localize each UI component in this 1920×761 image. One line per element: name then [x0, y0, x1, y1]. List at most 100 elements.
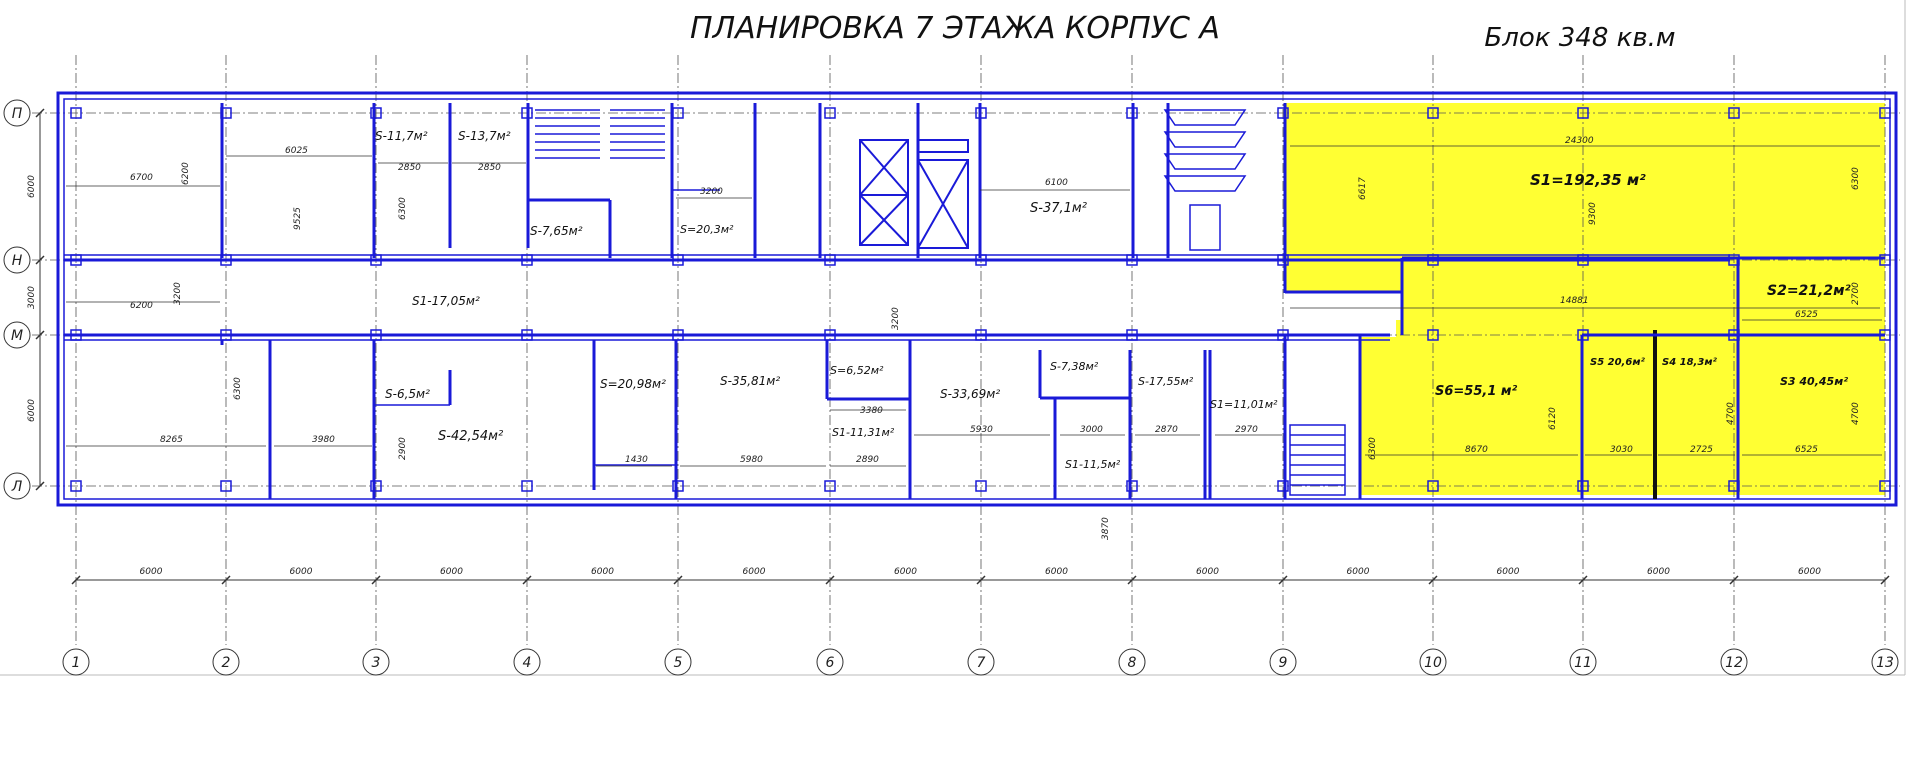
- column-marker: [1728, 107, 1740, 119]
- column-marker: [521, 480, 533, 492]
- axis-label-column: 7: [977, 655, 986, 671]
- room-115: S1-11,5м²: [1065, 458, 1121, 471]
- column-marker: [1577, 254, 1589, 266]
- dim-tick: [35, 481, 45, 491]
- axis-label-column: 12: [1725, 655, 1743, 671]
- dim-label: 8670: [1465, 445, 1488, 455]
- dim-label: 5980: [740, 455, 763, 465]
- dim-span-bottom: 6000: [290, 567, 313, 577]
- dim-tick: [371, 575, 381, 585]
- room-s2: S2=21,2м²: [1767, 283, 1852, 299]
- dim-span-bottom: 6000: [591, 567, 614, 577]
- stairs-lower: [1289, 424, 1346, 496]
- dim-label: 3200: [173, 282, 183, 305]
- column-marker: [370, 107, 382, 119]
- dim-label: 2700: [1851, 282, 1861, 305]
- column-marker: [521, 107, 533, 119]
- room-137: S-13,7м²: [458, 129, 511, 143]
- dim-label: 3870: [1101, 517, 1111, 540]
- dim-span-bottom: 6000: [1196, 567, 1219, 577]
- dim-label: 6700: [130, 173, 153, 183]
- structural-columns: [70, 107, 1891, 492]
- dim-label: 24300: [1565, 136, 1594, 146]
- dim-label: 2850: [398, 163, 421, 173]
- axis-circle: [816, 648, 844, 676]
- column-marker: [672, 329, 684, 341]
- dim-label: 4700: [1851, 402, 1861, 425]
- dim-label: 4700: [1726, 402, 1736, 425]
- dim-tick: [673, 575, 683, 585]
- highlight-block: [1286, 103, 1885, 495]
- column-marker: [1879, 329, 1891, 341]
- room-1131: S1-11,31м²: [832, 426, 895, 439]
- column-marker: [370, 329, 382, 341]
- column-marker: [824, 329, 836, 341]
- dim-label: 2850: [478, 163, 501, 173]
- dim-span-left: 6000: [27, 399, 37, 422]
- axis-label-column: 5: [674, 655, 683, 671]
- column-marker: [70, 254, 82, 266]
- column-marker: [672, 480, 684, 492]
- axis-circle: [1871, 648, 1899, 676]
- axis-circle: [1118, 648, 1146, 676]
- dim-tick: [1127, 575, 1137, 585]
- dim-span-bottom: 6000: [440, 567, 463, 577]
- room-765: S-7,65м²: [530, 224, 583, 238]
- dim-span-bottom: 6000: [1045, 567, 1068, 577]
- column-marker: [70, 107, 82, 119]
- column-marker: [672, 107, 684, 119]
- dim-tick: [71, 575, 81, 585]
- room-4254: S-42,54м²: [438, 429, 503, 444]
- axis-label-column: 9: [1279, 655, 1288, 671]
- dim-span-bottom: 6000: [894, 567, 917, 577]
- column-marker: [824, 480, 836, 492]
- dim-label: 1430: [625, 455, 648, 465]
- room-1101: S1=11,01м²: [1210, 398, 1278, 411]
- axis-label-row: П: [12, 106, 23, 122]
- dim-tick: [825, 575, 835, 585]
- plan-title: ПЛАНИРОВКА 7 ЭТАЖА КОРПУС А: [690, 11, 1220, 46]
- column-marker: [824, 254, 836, 266]
- column-marker: [1577, 480, 1589, 492]
- dim-label: 3030: [1610, 445, 1633, 455]
- column-marker: [1427, 480, 1439, 492]
- room-s3: S3 40,45м²: [1780, 375, 1848, 388]
- room-s1: S1=192,35 м²: [1530, 171, 1646, 189]
- axis-circle: [3, 99, 31, 127]
- dim-span-bottom: 6000: [1647, 567, 1670, 577]
- axis-label-column: 2: [222, 655, 231, 671]
- axis-circle: [3, 321, 31, 349]
- dim-span-bottom: 6000: [1347, 567, 1370, 577]
- dim-label: 3000: [1080, 425, 1103, 435]
- column-marker: [1126, 329, 1138, 341]
- dim-span-bottom: 6000: [1497, 567, 1520, 577]
- column-marker: [1728, 254, 1740, 266]
- dim-label: 6300: [1368, 437, 1378, 460]
- dim-label: 2870: [1155, 425, 1178, 435]
- column-marker: [220, 107, 232, 119]
- toilet-fixtures: [1163, 109, 1247, 251]
- dim-label: 9525: [293, 207, 303, 230]
- room-738: S-7,38м²: [1050, 360, 1099, 373]
- dim-label: 6617: [1358, 177, 1368, 200]
- dim-tick: [35, 330, 45, 340]
- axis-circle: [3, 472, 31, 500]
- column-marker: [70, 329, 82, 341]
- column-marker: [70, 480, 82, 492]
- dim-label: 3980: [312, 435, 335, 445]
- column-marker: [975, 329, 987, 341]
- column-marker: [370, 254, 382, 266]
- dim-tick: [1729, 575, 1739, 585]
- axis-circle: [1569, 648, 1597, 676]
- stairs-upper: [535, 109, 665, 159]
- column-marker: [1126, 480, 1138, 492]
- dim-label: 6120: [1548, 407, 1558, 430]
- room-3581: S-35,81м²: [720, 374, 780, 388]
- axis-label-column: 11: [1574, 655, 1592, 671]
- dim-label: 6025: [285, 146, 308, 156]
- axis-label-column: 1: [72, 655, 81, 671]
- room-corridor: S1-17,05м²: [412, 294, 480, 308]
- dim-label: 6525: [1795, 445, 1818, 455]
- dim-label: 6300: [233, 377, 243, 400]
- dim-span-bottom: 6000: [1798, 567, 1821, 577]
